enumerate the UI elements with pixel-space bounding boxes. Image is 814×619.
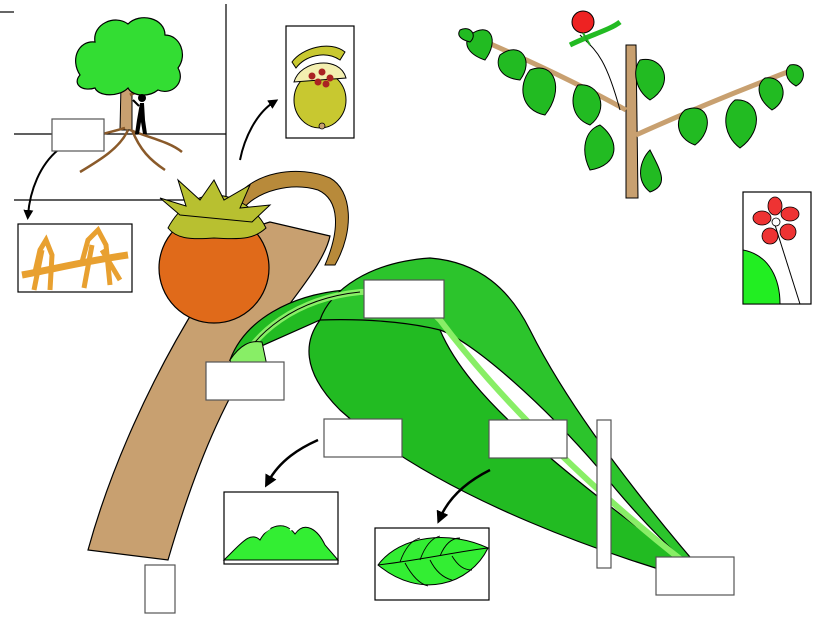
tree-panel bbox=[0, 4, 226, 200]
label-box-stem-base[interactable] bbox=[145, 565, 175, 613]
branch-illustration bbox=[459, 11, 804, 198]
label-box-leaf-vein[interactable] bbox=[489, 420, 567, 458]
arrow-root-closeup bbox=[28, 150, 58, 215]
arrow-leaf-margin bbox=[268, 440, 318, 482]
leaf-vein-panel bbox=[375, 528, 489, 600]
seed-panel bbox=[286, 26, 354, 138]
root-closeup-panel bbox=[18, 224, 132, 292]
leaf-margin-panel bbox=[224, 492, 338, 564]
label-box-stem-top[interactable] bbox=[364, 280, 444, 318]
label-box-leaf-tip[interactable] bbox=[656, 557, 734, 595]
label-box-petiole[interactable] bbox=[206, 362, 284, 400]
label-box-midrib[interactable] bbox=[597, 420, 611, 568]
label-box-leaf-margin[interactable] bbox=[324, 419, 402, 457]
flower-panel bbox=[743, 192, 811, 304]
label-box-root[interactable] bbox=[52, 119, 104, 151]
arrow-seed bbox=[240, 102, 274, 160]
person-icon bbox=[133, 94, 147, 134]
